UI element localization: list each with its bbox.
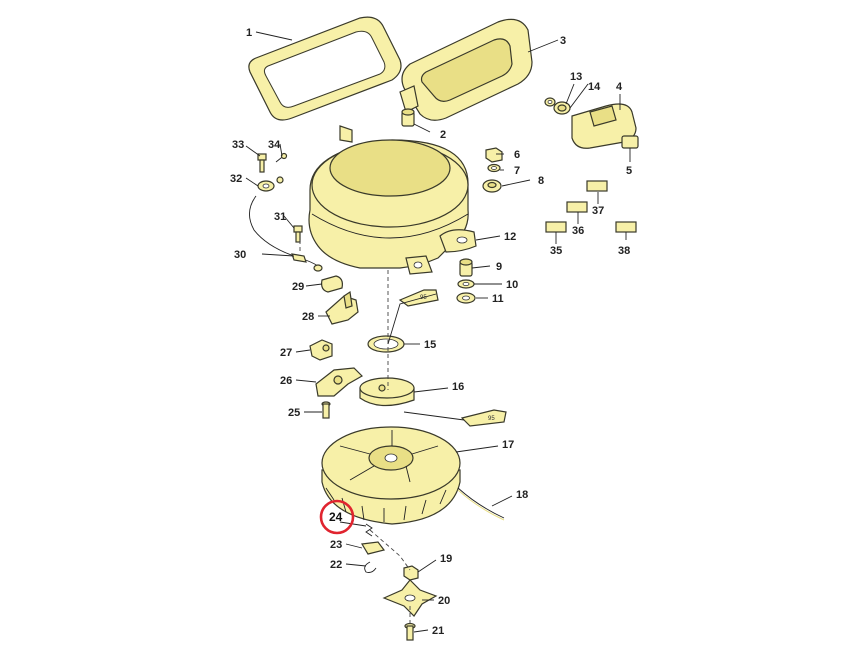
part-24-spring (365, 523, 373, 537)
callout-29: 29 (292, 281, 304, 293)
part-7-washer (487, 163, 501, 173)
callout-6: 6 (514, 149, 520, 161)
part-20-retainer-plate (382, 579, 438, 617)
callout-35: 35 (550, 245, 562, 257)
part-38-label (615, 221, 637, 233)
part-21-bolt (404, 622, 416, 641)
part-34-pin (275, 152, 288, 163)
part-2-bushing (401, 108, 415, 127)
part-35-label (545, 221, 567, 233)
part-1-gasket (248, 16, 402, 121)
part-37-label (586, 180, 608, 192)
callout-36: 36 (572, 225, 584, 237)
callout-26: 26 (280, 375, 292, 387)
part-27-pawl (309, 339, 333, 361)
callout-20: 20 (438, 595, 450, 607)
callout-labels: 1 2 3 4 5 6 7 8 9 10 11 12 13 14 15 16 1… (230, 27, 632, 637)
callout-5: 5 (626, 165, 632, 177)
callout-4: 4 (616, 81, 623, 93)
callout-17: 17 (502, 439, 514, 451)
part-33-screw (257, 153, 267, 173)
part-12-housing (308, 125, 477, 275)
part-31-screw (293, 225, 303, 243)
part-11-washer (456, 292, 476, 304)
part-13-washer (544, 97, 556, 107)
part-3-cover (399, 18, 533, 121)
part-18-rope (457, 487, 505, 521)
callout-22: 22 (330, 559, 342, 571)
assembly-guide-lines (299, 240, 411, 626)
part-10-washer (457, 279, 475, 289)
tube-label-lower: 95 (488, 416, 495, 422)
callout-7: 7 (514, 165, 520, 177)
part-26-retainer (315, 367, 363, 397)
part-14-bushing (553, 101, 571, 115)
callout-3: 3 (560, 35, 566, 47)
part-6-nut (485, 147, 503, 163)
callout-32: 32 (230, 173, 242, 185)
tube-label-upper: 95 (420, 295, 427, 301)
part-22-clip (364, 561, 377, 573)
callout-24: 24 (329, 510, 343, 524)
highlight-circle (319, 499, 355, 535)
callout-37: 37 (592, 205, 604, 217)
callout-38: 38 (618, 245, 630, 257)
callout-9: 9 (496, 261, 502, 273)
part-9-spacer (459, 258, 473, 277)
callout-25: 25 (288, 407, 300, 419)
part-30-cable (249, 195, 323, 272)
part-28-bracket (325, 290, 359, 325)
part-19-nut (403, 565, 419, 581)
lubricant-tube-lower: 95 (460, 409, 507, 427)
callout-31: 31 (274, 211, 286, 223)
callout-28: 28 (302, 311, 314, 323)
part-25-bolt (321, 401, 331, 419)
callout-8: 8 (538, 175, 544, 187)
part-17-pulley (321, 426, 461, 525)
part-8-grommet (482, 179, 502, 193)
callout-23: 23 (330, 539, 342, 551)
part-36-label (566, 201, 588, 213)
callout-18: 18 (516, 489, 528, 501)
callout-19: 19 (440, 553, 452, 565)
callout-21: 21 (432, 625, 444, 637)
callout-33: 33 (232, 139, 244, 151)
lubricant-tube-upper: 95 (398, 289, 439, 307)
part-32-washer (257, 176, 284, 192)
callout-13: 13 (570, 71, 582, 83)
callout-30: 30 (234, 249, 246, 261)
callout-1: 1 (246, 27, 252, 39)
callout-2: 2 (440, 129, 446, 141)
part-16-spring-cup (359, 377, 415, 407)
callout-14: 14 (588, 81, 601, 93)
callout-15: 15 (424, 339, 436, 351)
part-23-pawl (361, 541, 386, 555)
part-5-insert (621, 135, 639, 149)
callout-16: 16 (452, 381, 464, 393)
callout-12: 12 (504, 231, 516, 243)
callout-27: 27 (280, 347, 292, 359)
leader-lines (245, 31, 631, 633)
part-15-ring (367, 335, 405, 353)
part-29-clip (321, 275, 343, 293)
callout-11: 11 (492, 293, 504, 305)
callout-10: 10 (506, 279, 518, 291)
callout-34: 34 (268, 139, 281, 151)
